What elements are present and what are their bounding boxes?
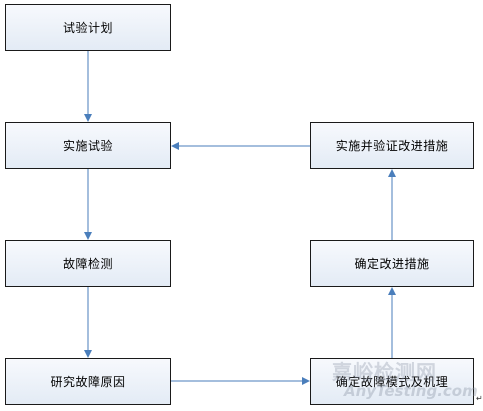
node-label: 故障检测 — [62, 257, 113, 271]
node-label: 确定故障模式及机理 — [335, 375, 449, 389]
node-label: 确定改进措施 — [354, 257, 430, 271]
node-determine-measures: 确定改进措施 — [310, 240, 474, 287]
paragraph-mark-icon: ↵ — [476, 394, 483, 403]
node-verify-measures: 实施并验证改进措施 — [310, 122, 474, 169]
node-implement-test: 实施试验 — [5, 122, 171, 169]
node-label: 实施试验 — [62, 139, 113, 153]
node-determine-mode: 确定故障模式及机理 — [310, 358, 474, 405]
node-fault-detection: 故障检测 — [5, 240, 171, 287]
node-study-fault-cause: 研究故障原因 — [5, 358, 171, 405]
node-test-plan: 试验计划 — [5, 4, 171, 51]
node-label: 实施并验证改进措施 — [335, 139, 449, 153]
node-label: 研究故障原因 — [50, 375, 126, 389]
node-label: 试验计划 — [62, 21, 113, 35]
